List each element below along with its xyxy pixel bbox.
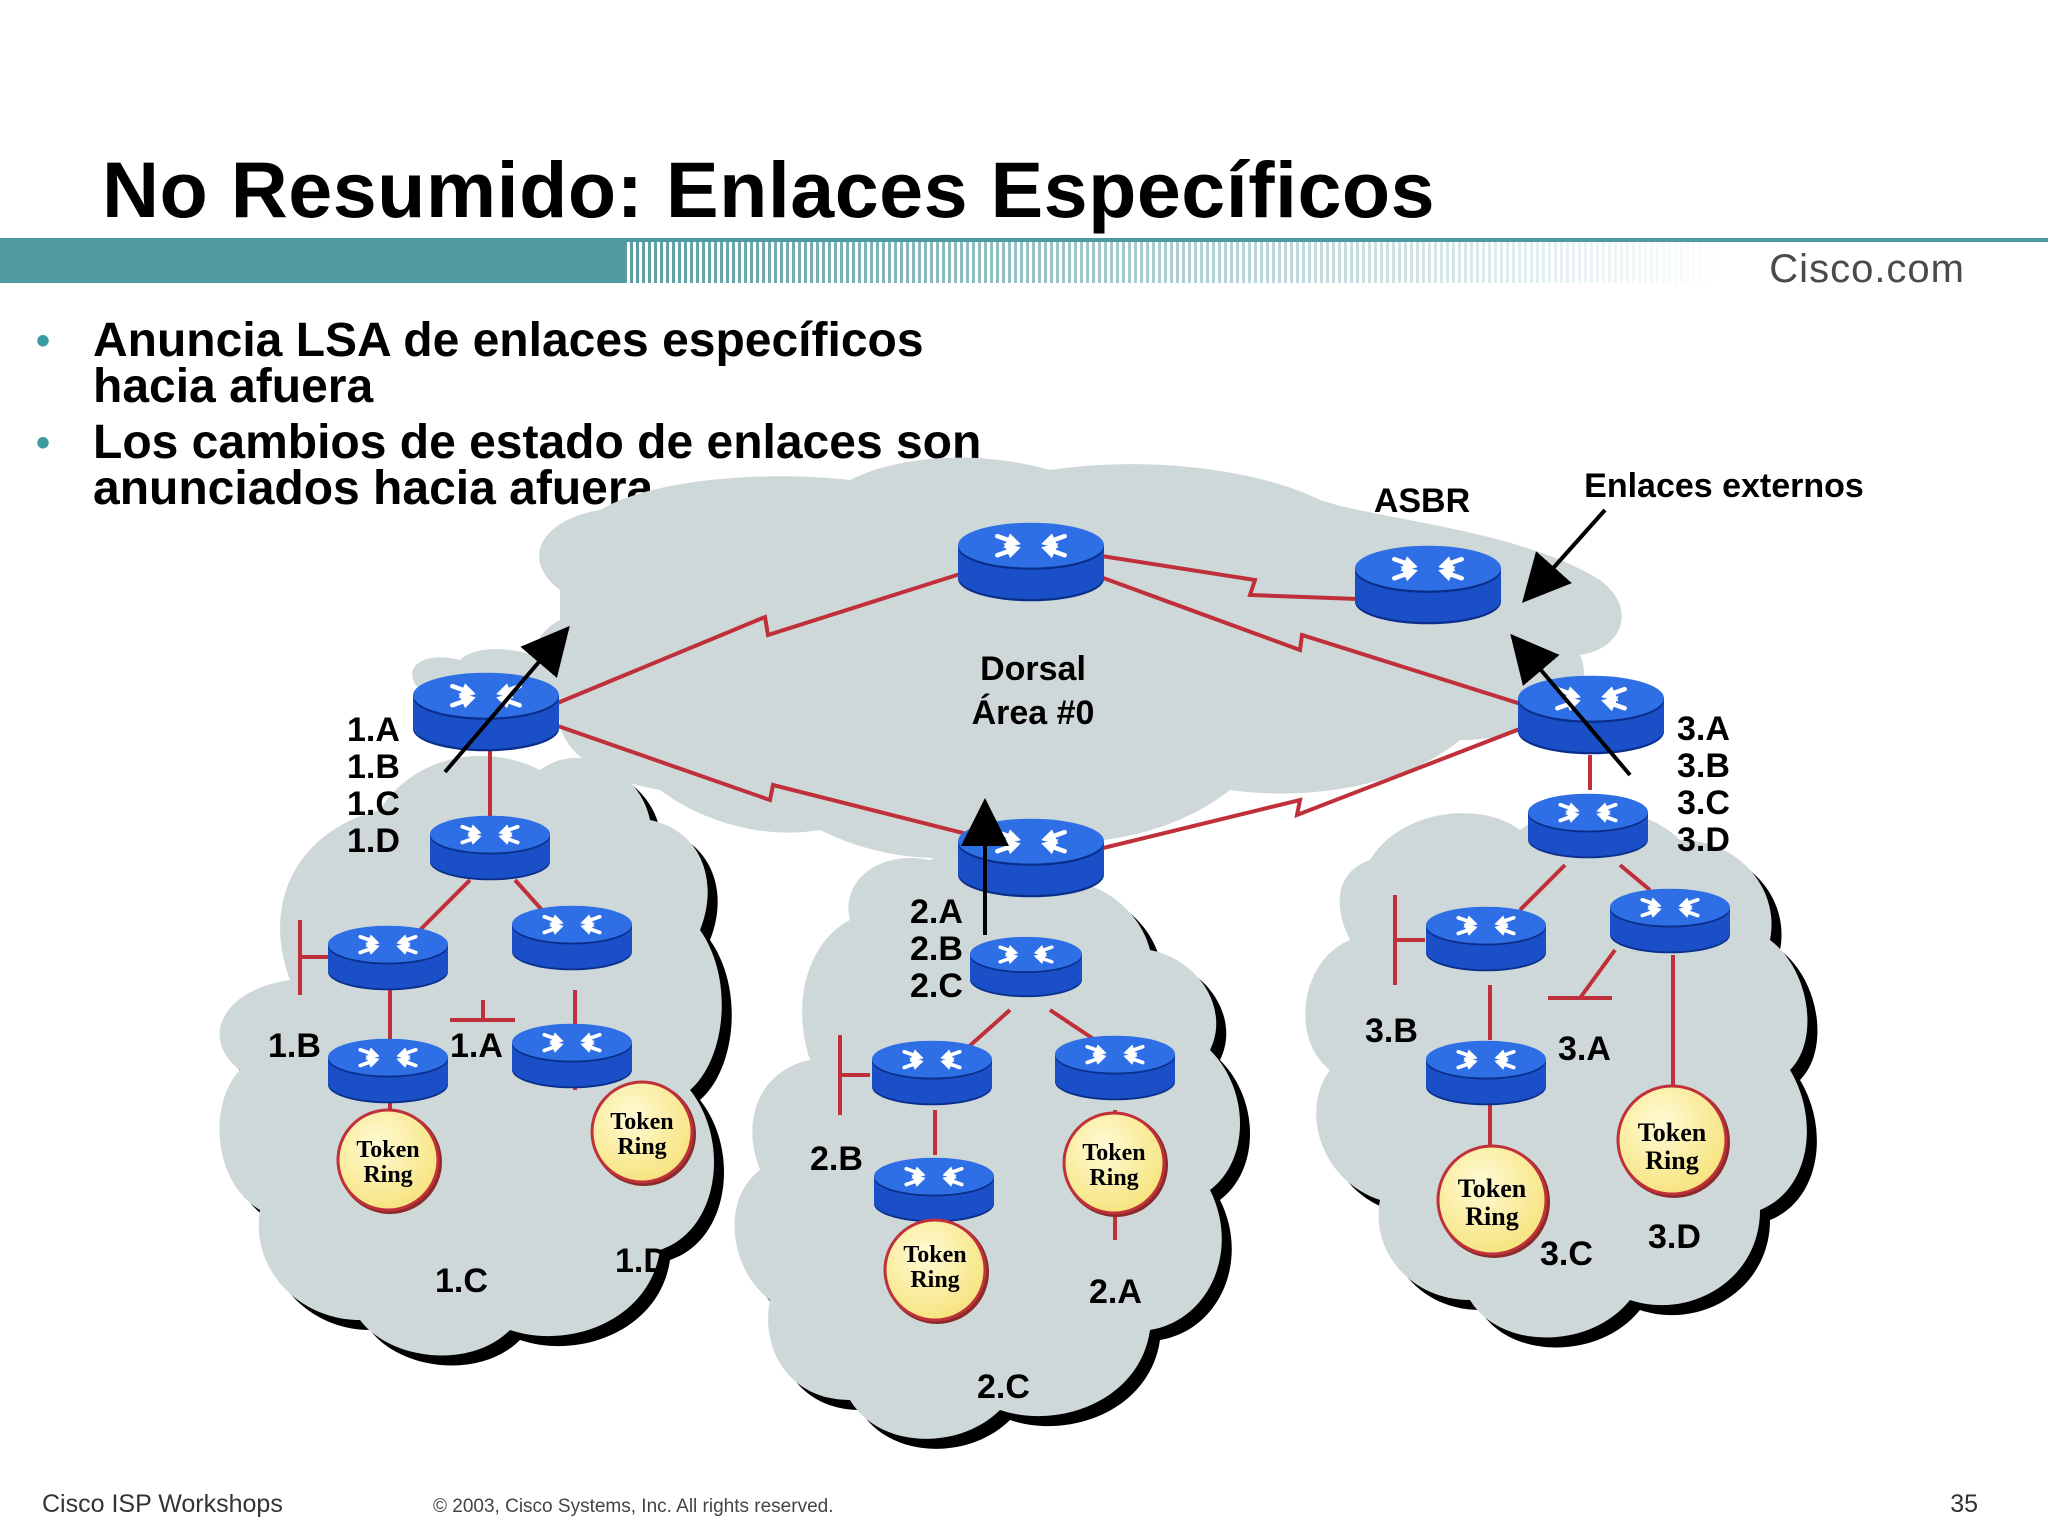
token-ring-1d: Token Ring	[590, 1080, 696, 1186]
area3-summary-a: 3.A	[1677, 710, 1730, 748]
footer-left: Cisco ISP Workshops	[42, 1490, 283, 1518]
segment-1b: 1.B	[268, 1027, 321, 1065]
area-links	[298, 750, 1675, 1320]
svg-text:Ring: Ring	[1465, 1202, 1518, 1231]
header-band	[0, 238, 2048, 283]
router-1-a	[510, 903, 634, 973]
asbr-label: ASBR	[1374, 482, 1470, 520]
area1-summary-a: 1.A	[347, 711, 400, 749]
backbone-links	[554, 553, 1541, 852]
segment-1c: 1.C	[435, 1262, 488, 1300]
arrow-area1-up	[443, 625, 570, 774]
area3-summary-c: 3.C	[1677, 784, 1730, 822]
router-3-core	[1526, 791, 1650, 861]
area1-summary-c: 1.C	[347, 785, 400, 823]
bullet-text: Los cambios de estado de enlaces son anu…	[93, 416, 982, 515]
token-ring-3d: Token Ring	[1616, 1084, 1730, 1198]
arrow-area3-up	[1510, 633, 1632, 777]
router-3-a	[1608, 886, 1732, 956]
area2-cloud	[734, 849, 1250, 1449]
abr-router-area2	[958, 819, 1104, 898]
lsa-arrows	[443, 508, 1632, 935]
backbone-router-top	[958, 523, 1104, 602]
svg-text:Token: Token	[1458, 1174, 1527, 1203]
router-1-d	[510, 1021, 634, 1091]
area2-summary-b: 2.B	[910, 930, 963, 968]
token-ring-1c: Token Ring	[336, 1108, 442, 1214]
svg-text:Ring: Ring	[363, 1162, 412, 1188]
area1-summary-d: 1.D	[347, 822, 400, 860]
segment-3d: 3.D	[1648, 1218, 1701, 1256]
segment-2b: 2.B	[810, 1140, 863, 1178]
token-ring-2c: Token Ring	[883, 1218, 989, 1324]
svg-text:Token: Token	[1082, 1140, 1145, 1166]
router-1-core	[428, 813, 552, 883]
router-2-c	[872, 1155, 996, 1225]
external-links-label: Enlaces externos	[1584, 467, 1864, 505]
segment-3c: 3.C	[1540, 1235, 1593, 1273]
area1-summary-b: 1.B	[347, 748, 400, 786]
router-1-c	[326, 1036, 450, 1106]
footer-copyright: © 2003, Cisco Systems, Inc. All rights r…	[433, 1496, 834, 1517]
backbone-area-label: Área #0	[972, 694, 1095, 732]
svg-text:Ring: Ring	[617, 1134, 666, 1160]
svg-text:Token: Token	[1638, 1118, 1707, 1147]
router-2-a	[1053, 1033, 1177, 1103]
token-ring-3c: Token Ring	[1436, 1144, 1550, 1258]
area2-summary-c: 2.C	[910, 967, 963, 1005]
router-2-b	[870, 1038, 994, 1108]
slide-title: No Resumido: Enlaces Específicos	[102, 145, 1436, 234]
area3-summary-d: 3.D	[1677, 821, 1730, 859]
token-rings: Token Ring Token Ring Token Ring Token R…	[336, 1080, 1730, 1324]
diagram-labels: Dorsal Área #0 ASBR Enlaces externos 1.A…	[268, 467, 1864, 1406]
svg-text:Ring: Ring	[1089, 1165, 1138, 1191]
svg-text:Token: Token	[903, 1242, 966, 1268]
abr-router-area3	[1518, 676, 1664, 755]
arrow-external	[1522, 508, 1607, 603]
router-3-b	[1424, 904, 1548, 974]
bullet-list: • Anuncia LSA de enlaces específicos hac…	[30, 317, 1053, 522]
backbone-label: Dorsal	[980, 650, 1086, 688]
area3-summary-b: 3.B	[1677, 747, 1730, 785]
bullet-item: • Anuncia LSA de enlaces específicos hac…	[30, 317, 1053, 411]
svg-text:Token: Token	[610, 1109, 673, 1135]
svg-text:Ring: Ring	[910, 1267, 959, 1293]
svg-text:Token: Token	[356, 1137, 419, 1163]
bullet-text: Anuncia LSA de enlaces específicos hacia…	[93, 314, 924, 413]
router-1-b	[326, 923, 450, 993]
segment-1d: 1.D	[615, 1242, 668, 1280]
bullet-icon: •	[36, 319, 51, 363]
segment-1a: 1.A	[450, 1027, 503, 1065]
svg-text:Ring: Ring	[1645, 1146, 1698, 1175]
segment-2a: 2.A	[1089, 1273, 1142, 1311]
router-3-c	[1424, 1038, 1548, 1108]
token-ring-2a: Token Ring	[1062, 1111, 1168, 1217]
bullet-item: • Los cambios de estado de enlaces son a…	[30, 419, 1053, 513]
router-2-core	[968, 935, 1084, 999]
segment-3a: 3.A	[1558, 1030, 1611, 1068]
cisco-logo: Cisco.com	[1769, 247, 1965, 291]
abr-router-area1	[413, 673, 559, 752]
bullet-icon: •	[36, 421, 51, 465]
segment-2c: 2.C	[977, 1368, 1030, 1406]
segment-3b: 3.B	[1365, 1012, 1418, 1050]
asbr-router	[1355, 546, 1501, 625]
area2-summary-a: 2.A	[910, 893, 963, 931]
page-number: 35	[1950, 1490, 1978, 1518]
